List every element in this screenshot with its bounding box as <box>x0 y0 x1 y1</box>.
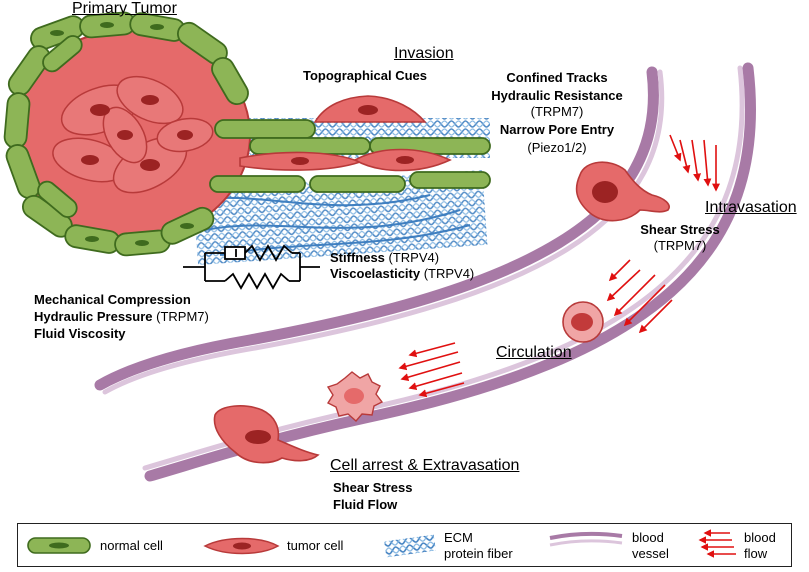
stiffness-channel: (TRPV4) <box>384 250 440 265</box>
viscoelasticity-channel: (TRPV4) <box>420 266 475 281</box>
blood-vessel <box>94 62 757 482</box>
shear-stress-intravasation-label: Shear Stress <box>640 222 720 237</box>
viscoelasticity-label: Viscoelasticity <box>330 266 421 281</box>
legend-blood-vessel-icon <box>549 531 623 547</box>
hydraulic-resistance-channel: (TRPM7) <box>530 104 584 119</box>
stiffness-line: Stiffness (TRPV4) <box>330 250 439 266</box>
primary-tumor-cluster <box>3 11 251 257</box>
arrest-extravasation-heading: Cell arrest & Extravasation <box>330 457 520 474</box>
circulating-tumor-cell <box>562 301 604 343</box>
flow-arrows-circulation <box>606 259 673 334</box>
hydraulic-pressure-line: Hydraulic Pressure (TRPM7) <box>34 309 209 325</box>
viscoelasticity-line: Viscoelasticity (TRPV4) <box>330 266 474 282</box>
legend-box <box>17 523 792 567</box>
normal-cell-nuclei <box>50 22 194 246</box>
intravasation-heading: Intravasation <box>705 199 797 216</box>
legend-vessel-label-line1: blood <box>632 530 664 545</box>
flow-arrows-intravasation <box>669 134 720 192</box>
circulating-spiky-tumor-cell <box>326 371 384 422</box>
legend-flow-label-line1: blood <box>744 530 776 545</box>
hydraulic-pressure-channel: (TRPM7) <box>152 309 209 324</box>
stiffness-label: Stiffness <box>330 250 385 265</box>
tumor-nuclei <box>81 95 193 171</box>
track-normal-cell <box>209 175 306 193</box>
track-normal-cell <box>249 137 371 155</box>
legend-ecm-label-line1: ECM <box>444 530 473 545</box>
flow-arrows-vessel <box>398 342 465 398</box>
fluid-flow-label: Fluid Flow <box>333 497 398 512</box>
shear-stress-arrest-label: Shear Stress <box>333 480 413 495</box>
invasion-track <box>209 95 491 193</box>
invasion-heading: Invasion <box>394 45 454 62</box>
shear-stress-intravasation-channel: (TRPM7) <box>653 238 707 253</box>
narrow-pore-entry-label: Narrow Pore Entry <box>499 122 615 137</box>
legend-blood-flow-icon <box>698 529 736 558</box>
track-normal-cell <box>409 171 491 189</box>
track-normal-cell <box>214 119 316 139</box>
legend-normal-cell-label: normal cell <box>100 538 163 553</box>
legend-tumor-cell-label: tumor cell <box>287 538 344 553</box>
confined-tracks-label: Confined Tracks <box>506 70 608 85</box>
hydraulic-pressure-label: Hydraulic Pressure <box>34 309 153 324</box>
viscoelastic-model-symbol <box>183 244 320 290</box>
mechanical-compression-label: Mechanical Compression <box>34 292 191 307</box>
primary-tumor-heading: Primary Tumor <box>72 0 177 17</box>
fluid-viscosity-label: Fluid Viscosity <box>34 326 126 341</box>
narrow-pore-channel: (Piezo1/2) <box>527 140 587 155</box>
extravasating-tumor-cell <box>213 405 320 464</box>
hydraulic-resistance-label: Hydraulic Resistance <box>491 88 623 103</box>
legend-icons <box>27 529 736 558</box>
intravasating-tumor-cell <box>575 161 670 222</box>
topographical-cues-label: Topographical Cues <box>303 68 427 83</box>
legend-vessel-label-line2: vessel <box>632 546 669 561</box>
legend-ecm-label-line2: protein fiber <box>444 546 513 561</box>
legend-flow-label-line2: flow <box>744 546 768 561</box>
legend-ecm-fiber-icon <box>384 534 436 558</box>
circulation-heading: Circulation <box>496 344 572 361</box>
track-normal-cell <box>309 175 406 193</box>
